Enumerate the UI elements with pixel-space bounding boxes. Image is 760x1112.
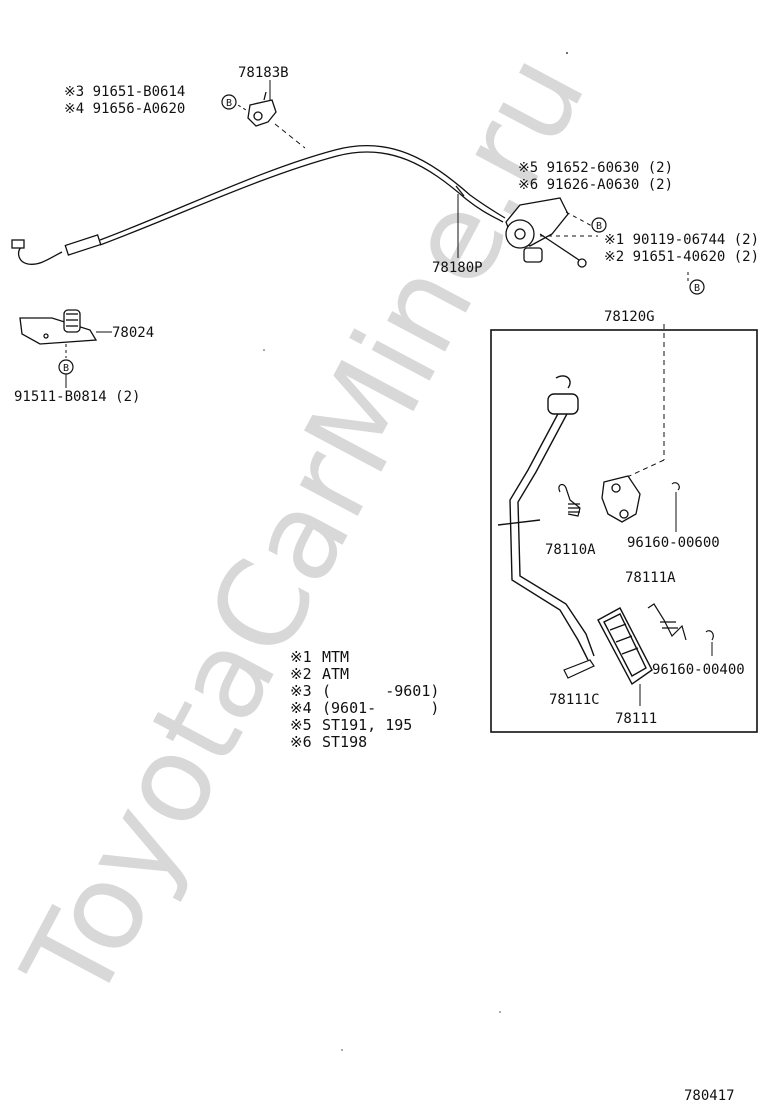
- bolt-badge-label: B: [596, 221, 602, 232]
- label-78111c: 78111C: [549, 692, 600, 708]
- label-91656-a0620: ※4 91656-A0620: [64, 101, 185, 117]
- bolt-badge-label: B: [694, 283, 700, 294]
- note-mark: ※1: [290, 648, 312, 666]
- note-text: ST198: [322, 733, 367, 751]
- notes-legend: ※1 MTM ※2 ATM ※3 ( -9601) ※4 (9601- ) ※5…: [290, 648, 439, 751]
- label-91652-60630: ※5 91652-60630 (2): [518, 160, 673, 176]
- label-91626-a0630: ※6 91626-A0630 (2): [518, 177, 673, 193]
- throttle-bracket: [505, 197, 587, 268]
- return-spring-78111a: [647, 603, 687, 641]
- note-text: ATM: [322, 665, 349, 683]
- note-mark: ※2: [290, 665, 312, 683]
- note-mark: ※5: [290, 716, 312, 734]
- pedal-pad-78111: [597, 607, 653, 686]
- note-text: MTM: [322, 648, 349, 666]
- label-91511-b0814: 91511-B0814 (2): [14, 389, 140, 405]
- label-91651-b0614: ※3 91651-B0614: [64, 84, 185, 100]
- bolt-badge-label: B: [63, 363, 69, 374]
- cable-clamp-78183b: [247, 91, 277, 127]
- label-91651-40620: ※2 91651-40620 (2): [604, 249, 759, 265]
- note-mark: ※6: [290, 733, 312, 751]
- diagram-code: 780417: [684, 1088, 735, 1104]
- accelerator-cable: [11, 144, 506, 265]
- label-78111: 78111: [615, 711, 657, 727]
- bolt-badge-1: B: [221, 94, 237, 110]
- label-78183b: 78183B: [238, 65, 289, 81]
- spring-78110a: [558, 483, 581, 517]
- label-78180p: 78180P: [432, 260, 483, 276]
- note-text: ST191, 195: [322, 716, 412, 734]
- label-96160-00400: 96160-00400: [652, 662, 745, 678]
- note-mark: ※4: [290, 699, 312, 717]
- scan-dots: [263, 52, 568, 1051]
- pedal-assembly-box: [490, 329, 758, 733]
- note-text: (9601- ): [322, 699, 439, 717]
- note-text: ( -9601): [322, 682, 439, 700]
- label-78120g: 78120G: [604, 309, 655, 325]
- label-78111a: 78111A: [625, 570, 676, 586]
- pin-78111c: [563, 659, 595, 679]
- label-78024: 78024: [112, 325, 154, 341]
- bolt-badge-label: B: [226, 98, 232, 109]
- bracket-78024: [19, 309, 98, 345]
- bolt-badge-3: B: [689, 279, 705, 295]
- label-96160-00600: 96160-00600: [627, 535, 720, 551]
- pedal-arm: [497, 375, 595, 661]
- bolt-badge-4: B: [58, 359, 74, 375]
- bolt-badge-2: B: [591, 217, 607, 233]
- pedal-bracket: [601, 475, 641, 523]
- label-78110a: 78110A: [545, 542, 596, 558]
- note-mark: ※3: [290, 682, 312, 700]
- label-90119-06744: ※1 90119-06744 (2): [604, 232, 759, 248]
